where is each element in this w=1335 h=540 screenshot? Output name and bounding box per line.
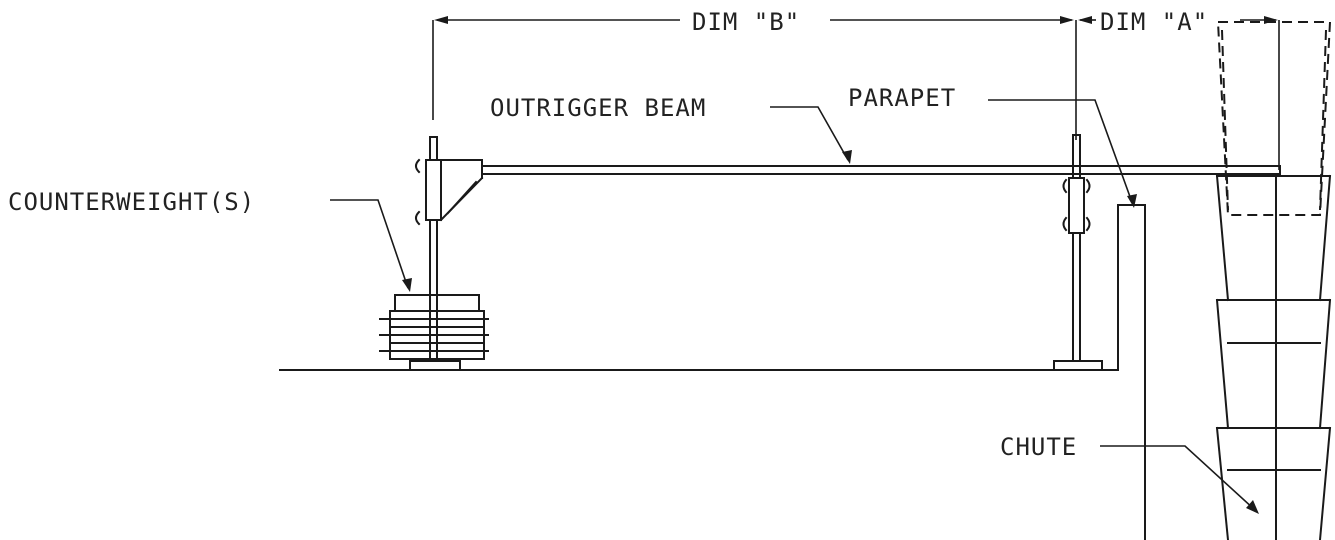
parapet-leader <box>988 99 1134 206</box>
chute-hopper-dashed-inner-right <box>1319 29 1327 211</box>
chute <box>1215 21 1332 540</box>
counterweight-stack <box>379 294 489 371</box>
rear-post-clamp <box>425 159 442 221</box>
chute-section-1-right <box>1318 174 1332 302</box>
chute-section-1-left <box>1215 174 1230 302</box>
front-post-pins <box>1062 178 1091 232</box>
counterweights-label: COUNTERWEIGHT(S) <box>8 188 255 216</box>
leaders <box>330 99 1259 514</box>
counterweight-leader <box>330 199 409 289</box>
dimension-b: DIM "B" <box>432 8 1074 120</box>
outrigger-beam-label: OUTRIGGER BEAM <box>490 94 706 122</box>
chute-section-2-left <box>1215 298 1230 430</box>
rear-mast <box>415 136 484 366</box>
chute-section-3-left <box>1215 426 1230 540</box>
dimension-a: DIM "A" <box>1078 8 1280 170</box>
front-base-plate <box>1053 360 1103 371</box>
chute-hopper-dashed <box>1216 21 1332 216</box>
rear-post-pins <box>415 158 421 226</box>
dim-a-label: DIM "A" <box>1100 8 1208 36</box>
outrigger-beam-leader <box>770 106 849 161</box>
dim-b-label: DIM "B" <box>692 8 800 36</box>
parapet-wall <box>1117 204 1146 540</box>
chute-label: CHUTE <box>1000 433 1077 461</box>
rear-bracket-brace-inner <box>446 180 478 215</box>
front-post-clamp <box>1068 177 1085 234</box>
chute-leader <box>1100 445 1256 511</box>
chute-section-2-right <box>1318 298 1332 430</box>
front-mast <box>1053 134 1103 371</box>
rear-base-plate <box>409 360 461 371</box>
chute-leader-arrow <box>1246 500 1259 514</box>
parapet-leader-arrow <box>1127 194 1137 208</box>
outrigger-beam <box>481 165 1281 175</box>
chute-hopper-dashed-inner-left <box>1221 29 1229 211</box>
chute-section-3-right <box>1318 426 1332 540</box>
parapet-label: PARAPET <box>848 84 956 112</box>
counterweight-leader-arrow <box>402 278 412 292</box>
dim-b-arrow-right <box>1060 16 1074 24</box>
outrigger-beam-leader-arrow <box>842 150 852 164</box>
dim-b-arrow-left <box>434 16 448 24</box>
